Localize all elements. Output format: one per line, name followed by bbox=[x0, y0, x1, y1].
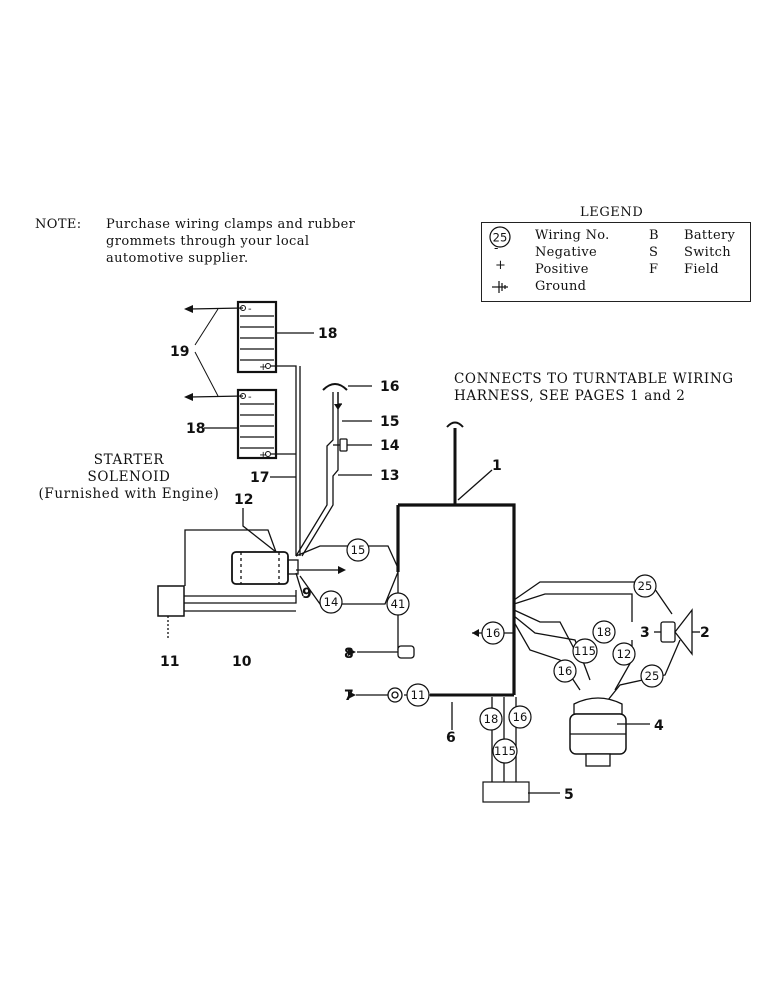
callout-14: 14 bbox=[380, 438, 400, 454]
battery-upper-neg-sign: - bbox=[248, 304, 252, 315]
legend-meaning-battery: Battery bbox=[684, 228, 736, 243]
component-4-generator bbox=[569, 697, 627, 767]
battery-lower bbox=[236, 388, 278, 460]
callout-2: 2 bbox=[700, 625, 710, 641]
turntable-harness-note: CONNECTS TO TURNTABLE WIRING HARNESS, SE… bbox=[454, 371, 734, 405]
starter-line-3: (Furnished with Engine) bbox=[38, 486, 220, 502]
legend-symbols: 25 bbox=[489, 226, 511, 293]
wire-12: 12 bbox=[617, 647, 632, 661]
callout-5: 5 bbox=[564, 787, 574, 803]
legend-desc-positive: Positive bbox=[535, 262, 589, 277]
legend-meaning-field: Field bbox=[684, 262, 719, 277]
legend-code-s: S bbox=[649, 245, 659, 260]
wiring-number-circle-icon bbox=[489, 226, 511, 248]
callout-4: 4 bbox=[654, 718, 664, 734]
callout-13: 13 bbox=[380, 468, 399, 484]
wire-25-lower: 25 bbox=[645, 669, 660, 683]
legend-box: 25 - + Wiring No. Negative Positive Grou… bbox=[481, 222, 751, 302]
legend-negative-symbol: - bbox=[494, 241, 499, 256]
callout-numbers: 19 18 18 16 15 14 17 13 12 1 9 11 10 8 7… bbox=[160, 326, 710, 803]
battery-upper bbox=[236, 300, 278, 374]
wire-41: 41 bbox=[391, 597, 406, 611]
connects-line-1: CONNECTS TO TURNTABLE WIRING bbox=[454, 371, 734, 387]
wire-18-right: 18 bbox=[597, 625, 612, 639]
note-line-3: automotive supplier. bbox=[106, 251, 249, 266]
wire-18-lower: 18 bbox=[484, 712, 499, 726]
callout-12: 12 bbox=[234, 492, 253, 508]
battery-lower-neg-sign: - bbox=[248, 392, 252, 403]
arrow-icon-8 bbox=[348, 648, 356, 656]
arrow-icon-16-ground bbox=[472, 629, 479, 637]
callout-1: 1 bbox=[492, 458, 502, 474]
arrow-icon-lamp-ground bbox=[334, 404, 342, 410]
battery-upper-pos-sign: + bbox=[259, 362, 267, 373]
connects-line-2: HARNESS, SEE PAGES 1 and 2 bbox=[454, 388, 686, 404]
note-line-2: grommets through your local bbox=[106, 234, 310, 249]
component-5-block bbox=[482, 781, 530, 803]
starter-solenoid bbox=[231, 551, 299, 585]
legend-code-f: F bbox=[649, 262, 659, 277]
legend-circle-number: 25 bbox=[493, 231, 508, 245]
callout-9: 9 bbox=[302, 586, 312, 602]
wire-14: 14 bbox=[324, 595, 339, 609]
callout-11: 11 bbox=[160, 654, 179, 670]
arrow-icon-9 bbox=[338, 566, 346, 574]
starter-solenoid-label: STARTER SOLENOID (Furnished with Engine) bbox=[34, 452, 224, 503]
legend-positive-symbol: + bbox=[495, 258, 507, 273]
starter-line-2: SOLENOID bbox=[87, 469, 171, 485]
starter-line-1: STARTER bbox=[93, 452, 165, 468]
arrow-icon-7 bbox=[348, 691, 356, 699]
wire-11: 11 bbox=[411, 688, 426, 702]
battery-lower-pos-sign: + bbox=[259, 450, 267, 461]
callout-17: 17 bbox=[250, 470, 269, 486]
wire-number-labels: 15 14 41 16 11 18 16 115 18 115 16 12 25… bbox=[324, 543, 660, 758]
arrow-icon-19-upper bbox=[184, 305, 193, 313]
legend-desc-negative: Negative bbox=[535, 245, 597, 260]
legend-meaning-switch: Switch bbox=[684, 245, 731, 260]
wire-115-right: 115 bbox=[574, 644, 596, 658]
callout-15: 15 bbox=[380, 414, 399, 430]
note-line-1: Purchase wiring clamps and rubber bbox=[106, 217, 356, 232]
callout-18-upper: 18 bbox=[318, 326, 337, 342]
legend-desc-wiring: Wiring No. bbox=[535, 228, 610, 243]
legend-title: LEGEND bbox=[580, 205, 644, 220]
ground-symbol-icon bbox=[492, 281, 508, 293]
callout-3: 3 bbox=[640, 625, 650, 641]
arrow-icon-19-lower bbox=[184, 393, 193, 401]
wire-16-ground: 16 bbox=[486, 626, 501, 640]
wire-16-lower: 16 bbox=[513, 710, 528, 724]
callout-18-lower: 18 bbox=[186, 421, 205, 437]
callout-16-lamp: 16 bbox=[380, 379, 399, 395]
callout-19: 19 bbox=[170, 344, 189, 360]
note-label: NOTE: bbox=[35, 217, 82, 232]
legend-code-b: B bbox=[649, 228, 659, 243]
legend-desc-ground: Ground bbox=[535, 279, 587, 294]
wire-15: 15 bbox=[351, 543, 366, 557]
wire-16-right: 16 bbox=[558, 664, 573, 678]
callout-10: 10 bbox=[232, 654, 252, 670]
wire-number-circles bbox=[319, 538, 664, 764]
component-3 bbox=[660, 621, 676, 643]
wire-25-upper: 25 bbox=[638, 579, 653, 593]
wire-115-lower: 115 bbox=[494, 744, 516, 758]
callout-6: 6 bbox=[446, 730, 456, 746]
arrowheads bbox=[184, 305, 479, 699]
terminal-block-11 bbox=[157, 585, 185, 617]
